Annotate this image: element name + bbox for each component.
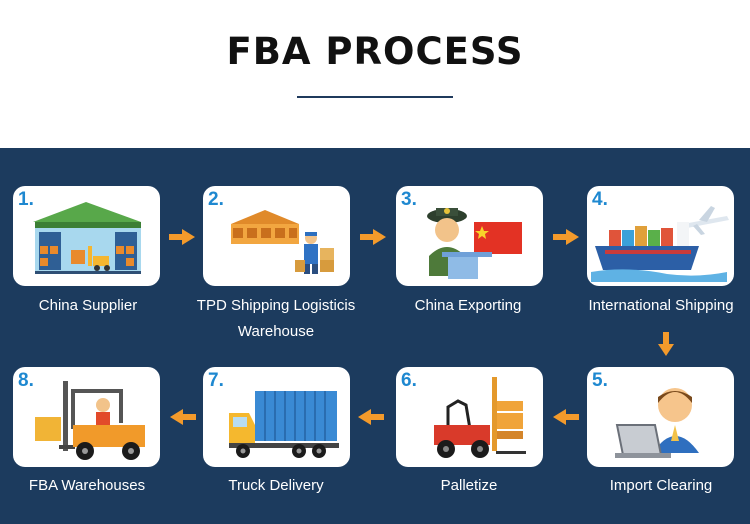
truck-icon [229,391,339,458]
step-card-6: 6. [396,367,543,467]
title-underline [297,96,453,98]
step-card-7: 7. [203,367,350,467]
step-number: 8. [18,370,34,391]
step-number: 4. [592,189,608,210]
step-number: 2. [208,189,224,210]
header: FBA PROCESS [0,0,750,148]
step-card-5: 5. [587,367,734,467]
step-card-4: 4. [587,186,734,286]
step-label-7: Truck Delivery [228,477,324,494]
step-label-5: Import Clearing [609,477,713,494]
step-card-8: 8. [13,367,160,467]
step-card-1: 1. [13,186,160,286]
laptop-user-icon [615,388,699,458]
step-label-4: International Shipping [588,297,734,314]
customs-officer-icon [427,208,522,279]
arrow-left-icon [358,409,384,425]
step-card-3: 3. [396,186,543,286]
forklift-icon [434,377,526,458]
step-label-8: FBA Warehouses [28,477,146,494]
step-label-1: China Supplier [38,297,138,314]
arrow-right-icon [169,229,195,245]
warehouse-worker-icon [231,210,334,274]
step-number: 6. [401,370,417,391]
page-title: FBA PROCESS [226,30,524,73]
step-number: 5. [592,370,608,391]
step-label-2-line1: TPD Shipping Logisticis [196,297,356,314]
arrow-right-icon [360,229,386,245]
step-card-2: 2. [203,186,350,286]
ship-plane-icon [591,206,729,282]
step-label-3: China Exporting [414,297,522,314]
arrow-down-icon [658,332,674,356]
arrow-right-icon [553,229,579,245]
step-number: 7. [208,370,224,391]
step-number: 3. [401,189,417,210]
step-label-6: Palletize [440,477,498,494]
arrow-left-icon [170,409,196,425]
step-number: 1. [18,189,34,210]
step-label-2-line2: Warehouse [237,323,315,340]
arrow-left-icon [553,409,579,425]
warehouse-icon [33,202,141,274]
forklift-driver-icon [35,381,145,460]
